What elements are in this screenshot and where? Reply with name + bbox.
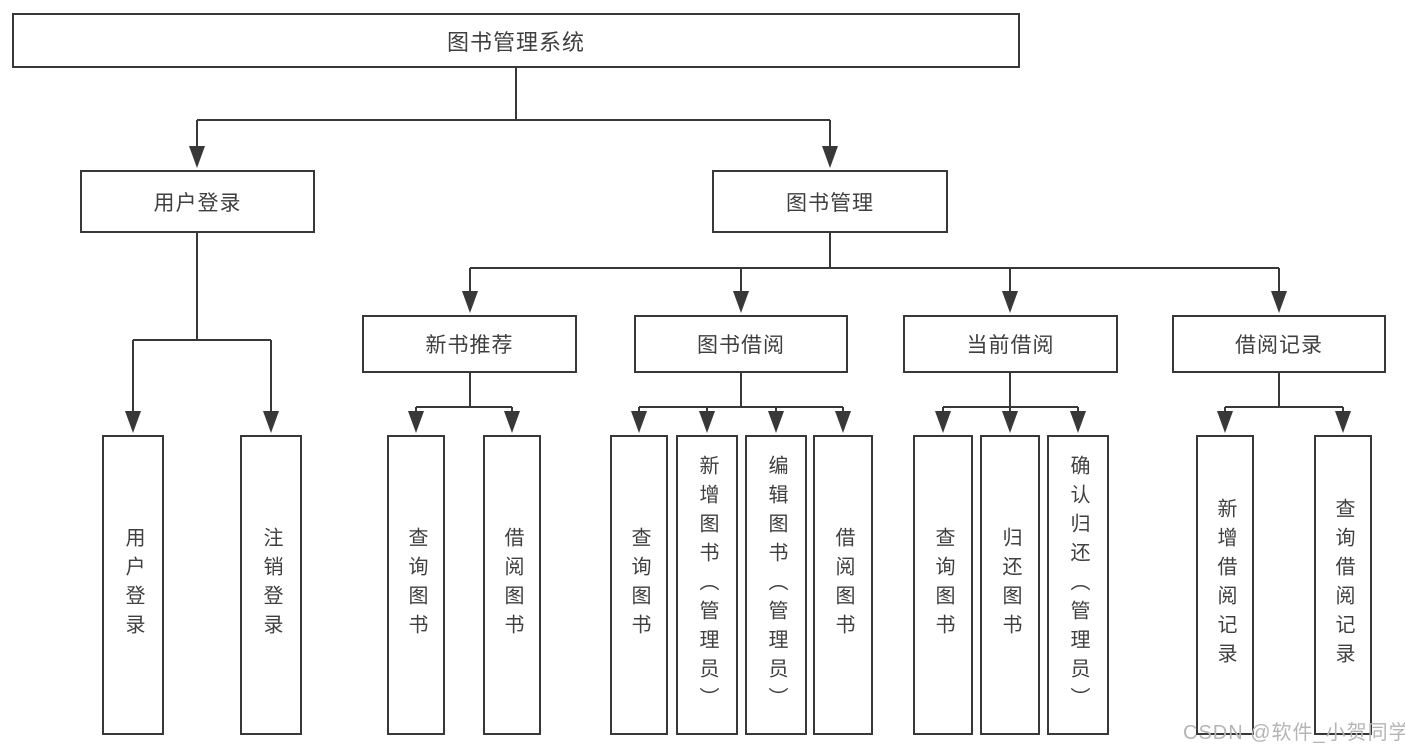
leaf-logout-label: 注销登录 [260,527,282,643]
arrowhead-icons [125,146,1351,433]
node-current-borrow-label: 当前借阅 [966,334,1055,357]
leaf-add-book-admin-label: 新增图书（管理员） [696,454,718,716]
node-new-book-recommend: 新书推荐 [362,315,577,373]
node-book-management-label: 图书管理 [786,191,874,215]
leaf-edit-book-admin: 编辑图书（管理员） [745,435,807,735]
leaf-add-book-admin: 新增图书（管理员） [676,435,738,735]
leaf-user-login: 用户登录 [102,435,164,735]
node-root: 图书管理系统 [12,13,1020,68]
node-borrow-records: 借阅记录 [1172,315,1386,373]
leaf-confirm-return-admin-label: 确认归还（管理员） [1067,454,1089,716]
leaf-edit-book-admin-label: 编辑图书（管理员） [765,454,787,716]
node-user-login: 用户登录 [80,170,315,233]
node-borrow-records-label: 借阅记录 [1235,334,1323,357]
leaf-query-books-recommend: 查询图书 [387,435,445,735]
leaf-query-books-borrow-label: 查询图书 [628,527,650,643]
leaf-user-login-label: 用户登录 [122,527,144,643]
leaf-borrow-books-label: 借阅图书 [832,527,854,643]
leaf-query-borrow-record: 查询借阅记录 [1314,435,1372,735]
leaf-return-book-label: 归还图书 [999,527,1021,643]
leaf-add-borrow-record: 新增借阅记录 [1196,435,1254,735]
node-book-management: 图书管理 [712,170,948,233]
leaf-query-books-recommend-label: 查询图书 [405,527,427,643]
leaf-borrow-books-recommend: 借阅图书 [483,435,541,735]
leaf-add-borrow-record-label: 新增借阅记录 [1214,498,1236,672]
csdn-watermark: CSDN @软件_小贺同学 [1183,722,1405,744]
node-root-label: 图书管理系统 [446,29,585,55]
leaf-query-books-borrow: 查询图书 [610,435,668,735]
node-new-book-recommend-label: 新书推荐 [425,334,514,357]
node-book-borrow: 图书借阅 [634,315,848,373]
leaf-borrow-books-recommend-label: 借阅图书 [501,527,523,643]
leaf-query-borrow-record-label: 查询借阅记录 [1332,498,1354,672]
leaf-confirm-return-admin: 确认归还（管理员） [1047,435,1109,735]
leaf-return-book: 归还图书 [980,435,1040,735]
node-book-borrow-label: 图书借阅 [697,334,785,357]
node-user-login-label: 用户登录 [153,191,242,215]
leaf-query-books-current: 查询图书 [913,435,973,735]
leaf-logout: 注销登录 [240,435,302,735]
node-current-borrow: 当前借阅 [903,315,1118,373]
leaf-query-books-current-label: 查询图书 [932,527,954,643]
leaf-borrow-books: 借阅图书 [813,435,873,735]
